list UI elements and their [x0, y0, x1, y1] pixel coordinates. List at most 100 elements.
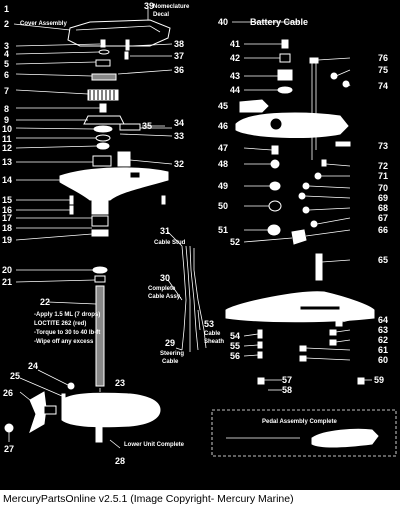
propeller-part[interactable] [29, 391, 47, 434]
callout-57[interactable]: 57 [282, 375, 292, 385]
switch-part[interactable] [117, 151, 131, 167]
pad-b-part[interactable] [329, 329, 337, 336]
callout-3[interactable]: 3 [4, 41, 9, 51]
callout-17[interactable]: 17 [2, 213, 12, 223]
callout-6[interactable]: 6 [4, 70, 9, 80]
callout-10[interactable]: 10 [2, 124, 12, 134]
callout-28[interactable]: 28 [115, 456, 125, 466]
pad-part[interactable] [335, 319, 343, 327]
foot-b-part[interactable] [357, 377, 365, 385]
pad-d-part[interactable] [299, 345, 307, 352]
seal-part[interactable] [96, 142, 110, 150]
head-casting-part[interactable] [83, 115, 125, 125]
callout-41[interactable]: 41 [230, 39, 240, 49]
callout-11[interactable]: 11 [2, 134, 12, 144]
cable-clip-part[interactable] [335, 141, 351, 147]
thumb-screw-part[interactable] [69, 195, 74, 205]
coil-spring-part[interactable] [87, 89, 119, 101]
foot-part[interactable] [257, 377, 265, 385]
callout-53[interactable]: 53 [204, 319, 214, 329]
base-slot-part[interactable] [299, 305, 341, 311]
callout-58[interactable]: 58 [282, 385, 292, 395]
callout-68[interactable]: 68 [378, 203, 388, 213]
callout-12[interactable]: 12 [2, 143, 12, 153]
clamp-screw-part[interactable] [69, 205, 74, 215]
callout-71[interactable]: 71 [378, 171, 388, 181]
callout-62[interactable]: 62 [378, 335, 388, 345]
callout-36[interactable]: 36 [174, 65, 184, 75]
lock-washer-part[interactable] [314, 172, 322, 180]
callout-59[interactable]: 59 [374, 375, 384, 385]
bracket-part[interactable] [119, 123, 141, 131]
callout-18[interactable]: 18 [2, 223, 12, 233]
callout-32[interactable]: 32 [174, 159, 184, 169]
grommet-part[interactable] [277, 86, 293, 94]
screw-part[interactable] [100, 39, 106, 48]
pedal-top-part[interactable] [235, 112, 349, 138]
bearing-part[interactable] [99, 103, 107, 113]
callout-73[interactable]: 73 [378, 141, 388, 151]
base-screw-a-part[interactable] [257, 329, 263, 339]
callout-51[interactable]: 51 [218, 225, 228, 235]
link-part[interactable] [315, 253, 323, 281]
callout-49[interactable]: 49 [218, 181, 228, 191]
knob-part[interactable] [161, 195, 166, 205]
callout-30[interactable]: 30 [160, 273, 170, 283]
callout-46[interactable]: 46 [218, 121, 228, 131]
callout-8[interactable]: 8 [4, 104, 9, 114]
skeg-part[interactable] [95, 423, 103, 443]
callout-2[interactable]: 2 [4, 19, 9, 29]
spacer-part[interactable] [95, 134, 111, 142]
callout-50[interactable]: 50 [218, 201, 228, 211]
prop-nut-part[interactable] [67, 382, 75, 390]
base-screw-c-part[interactable] [257, 351, 263, 359]
callout-25[interactable]: 25 [10, 371, 20, 381]
callout-70[interactable]: 70 [378, 183, 388, 193]
clip-part[interactable] [125, 39, 130, 51]
callout-26[interactable]: 26 [3, 388, 13, 398]
callout-1[interactable]: 1 [4, 4, 9, 14]
callout-7[interactable]: 7 [4, 86, 9, 96]
callout-72[interactable]: 72 [378, 161, 388, 171]
pivot-pin-part[interactable] [271, 145, 279, 155]
callout-47[interactable]: 47 [218, 143, 228, 153]
callout-60[interactable]: 60 [378, 355, 388, 365]
prop-washer-part[interactable] [4, 423, 14, 433]
pad-c-part[interactable] [329, 339, 337, 346]
socket-part[interactable] [277, 69, 293, 81]
callout-33[interactable]: 33 [174, 131, 184, 141]
callout-40[interactable]: 40 [218, 17, 228, 27]
speed-control-part[interactable] [239, 99, 269, 113]
callout-54[interactable]: 54 [230, 331, 240, 341]
callout-5[interactable]: 5 [4, 59, 9, 69]
bushing-part[interactable] [95, 59, 111, 67]
callout-29[interactable]: 29 [165, 338, 175, 348]
base-screw-b-part[interactable] [257, 341, 263, 349]
callout-39[interactable]: 39 [144, 1, 154, 11]
pad-e-part[interactable] [299, 355, 307, 362]
cam-part[interactable] [291, 229, 307, 245]
callout-27[interactable]: 27 [4, 444, 14, 454]
callout-67[interactable]: 67 [378, 213, 388, 223]
callout-65[interactable]: 65 [378, 255, 388, 265]
callout-31[interactable]: 31 [160, 226, 170, 236]
callout-66[interactable]: 66 [378, 225, 388, 235]
callout-14[interactable]: 14 [2, 175, 12, 185]
washer-part[interactable] [98, 49, 110, 55]
roller-part[interactable] [267, 224, 281, 236]
callout-13[interactable]: 13 [2, 157, 12, 167]
lower-unit-part[interactable] [61, 392, 161, 428]
screw-c-part[interactable] [298, 192, 306, 200]
callout-16[interactable]: 16 [2, 205, 12, 215]
spacer-b-part[interactable] [302, 206, 310, 214]
gear-part[interactable] [268, 200, 282, 212]
armature-part[interactable] [91, 73, 117, 81]
callout-56[interactable]: 56 [230, 351, 240, 361]
prop-hub-part[interactable] [43, 405, 57, 415]
collar-screw-part[interactable] [94, 275, 106, 283]
washer-b-part[interactable] [310, 220, 318, 228]
callout-43[interactable]: 43 [230, 71, 240, 81]
composite-collar-part[interactable] [91, 215, 109, 227]
drive-pin-part[interactable] [61, 393, 66, 401]
nut-part[interactable] [342, 80, 350, 88]
